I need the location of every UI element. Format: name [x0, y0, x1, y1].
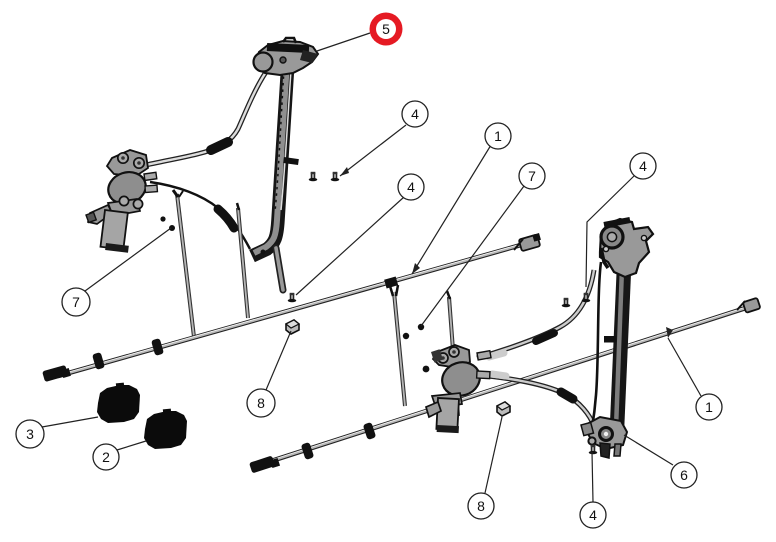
- svg-text:2: 2: [102, 449, 110, 465]
- svg-text:5: 5: [382, 21, 390, 37]
- svg-text:4: 4: [639, 158, 647, 174]
- svg-text:4: 4: [589, 507, 597, 523]
- svg-text:7: 7: [72, 294, 80, 310]
- svg-text:7: 7: [528, 168, 536, 184]
- svg-text:8: 8: [477, 498, 485, 514]
- svg-text:3: 3: [26, 426, 34, 442]
- svg-text:1: 1: [494, 128, 502, 144]
- svg-text:1: 1: [705, 399, 713, 415]
- svg-text:4: 4: [411, 106, 419, 122]
- svg-text:4: 4: [407, 179, 415, 195]
- svg-text:6: 6: [680, 467, 688, 483]
- svg-text:8: 8: [257, 395, 265, 411]
